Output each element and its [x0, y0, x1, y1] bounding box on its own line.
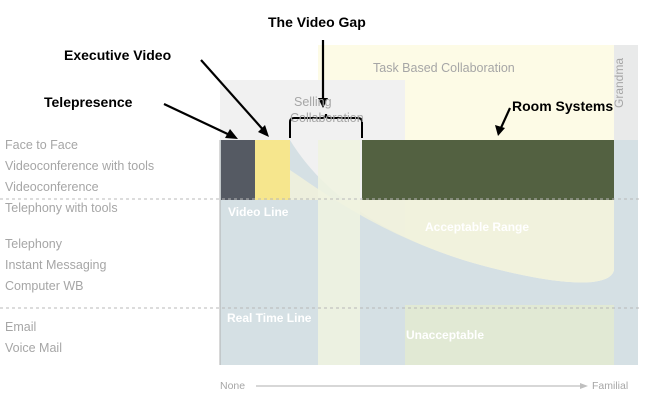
telepresence-arrowhead — [225, 129, 238, 139]
zone-label-task-based-collaboration: Task Based Collaboration — [373, 61, 515, 75]
row-label-email: Email — [5, 320, 37, 334]
axis-label-familial: Familial — [592, 380, 629, 392]
telepresence-bar — [221, 140, 255, 200]
room-systems-arrowhead — [495, 125, 505, 136]
row-label-videoconference: Videoconference — [5, 180, 99, 194]
video-gap-bracket — [289, 113, 363, 138]
zone-label-selling-line1: Selling — [294, 95, 332, 109]
callout-executive-video: Executive Video — [64, 47, 172, 63]
room-systems-arrow — [498, 107, 512, 131]
row-label-telephony: Telephony — [5, 237, 62, 251]
row-label-face-to-face: Face to Face — [5, 138, 78, 152]
zone-label-selling-line2: Collaboration — [290, 111, 364, 125]
executive-video-arrow — [200, 59, 267, 134]
label-unacceptable: Unacceptable — [406, 328, 485, 342]
label-real-time-line: Real Time Line — [227, 311, 312, 325]
video-gap-band — [318, 140, 360, 365]
axis-arrowhead — [580, 383, 588, 389]
acceptable-region — [290, 170, 614, 283]
video-gap-arrowhead — [318, 98, 328, 108]
label-acceptable-range: Acceptable Range — [425, 220, 530, 234]
executive-video-arrowhead — [258, 125, 269, 137]
row-label-videoconference-with-tools: Videoconference with tools — [5, 159, 155, 173]
row-label-telephony-with-tools: Telephony with tools — [5, 201, 118, 215]
row-label-instant-messaging: Instant Messaging — [5, 258, 107, 272]
room-systems-bar — [362, 140, 614, 200]
callout-video-gap: The Video Gap — [268, 14, 366, 30]
callout-telepresence: Telepresence — [44, 94, 133, 110]
label-video-line: Video Line — [228, 205, 289, 219]
row-label-computer-wb: Computer WB — [5, 279, 84, 293]
axis-label-none: None — [220, 380, 246, 392]
zone-label-grandma: Grandma — [612, 57, 626, 108]
callout-room-systems: Room Systems — [512, 98, 614, 114]
unacceptable-region — [405, 305, 614, 365]
telepresence-arrow — [163, 103, 235, 138]
row-label-voice-mail: Voice Mail — [5, 341, 62, 355]
executive-video-bar — [255, 140, 290, 200]
